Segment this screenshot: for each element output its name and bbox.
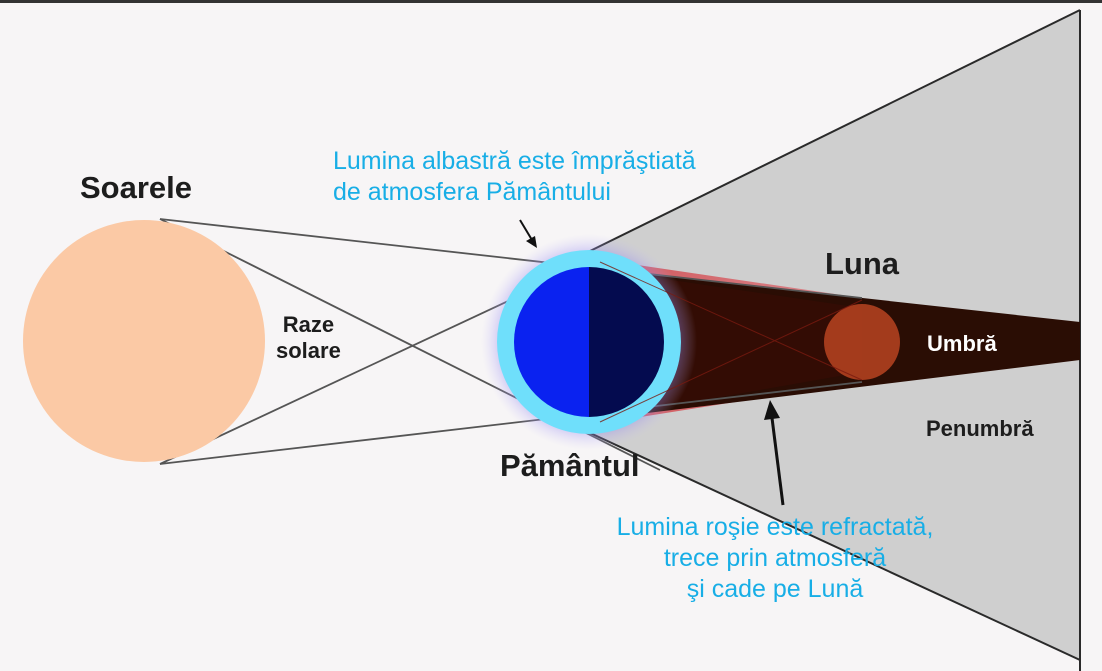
earth-night-side xyxy=(589,267,664,417)
blue-caption-line2: de atmosfera Pământului xyxy=(333,178,611,206)
red-caption-line1: Lumina roşie este refractată, xyxy=(616,513,934,541)
blue-light-arrow xyxy=(519,219,537,248)
rays-label-line1: Raze xyxy=(282,312,335,337)
sun xyxy=(23,220,265,462)
moon xyxy=(824,304,900,380)
earth-label: Pământul xyxy=(500,448,640,483)
rays-label: Raze solare xyxy=(276,312,341,364)
penumbra-edge-top xyxy=(587,9,1081,253)
earth-day-side xyxy=(514,267,589,417)
refraction-lines xyxy=(599,261,863,423)
red-caption-line2: trece prin atmosferă xyxy=(663,544,887,572)
red-caption-line3: şi cade pe Lună xyxy=(686,575,864,603)
umbra-label: Umbră xyxy=(927,331,997,356)
rays-label-line2: solare xyxy=(276,338,341,363)
penumbra-label: Penumbră xyxy=(926,416,1034,441)
moon-label: Luna xyxy=(825,246,900,281)
sun-label: Soarele xyxy=(80,170,193,205)
red-light-caption: Lumina roşie este refractată, trece prin… xyxy=(585,512,965,605)
red-light-arrow xyxy=(764,400,785,506)
blue-light-caption: Lumina albastră este împrăştiată de atmo… xyxy=(333,146,696,208)
blue-caption-line1: Lumina albastră este împrăştiată xyxy=(333,147,696,175)
penumbra-edge-bottom xyxy=(587,431,1081,661)
